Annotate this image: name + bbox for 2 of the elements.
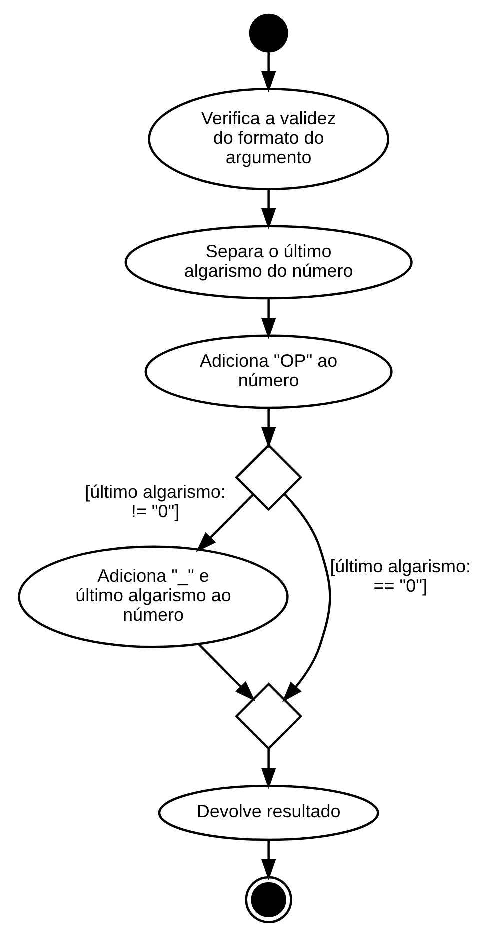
edge-label: [último algarismo: == "0"] xyxy=(330,556,471,596)
edge-label: [último algarismo: != "0"] xyxy=(84,482,226,522)
